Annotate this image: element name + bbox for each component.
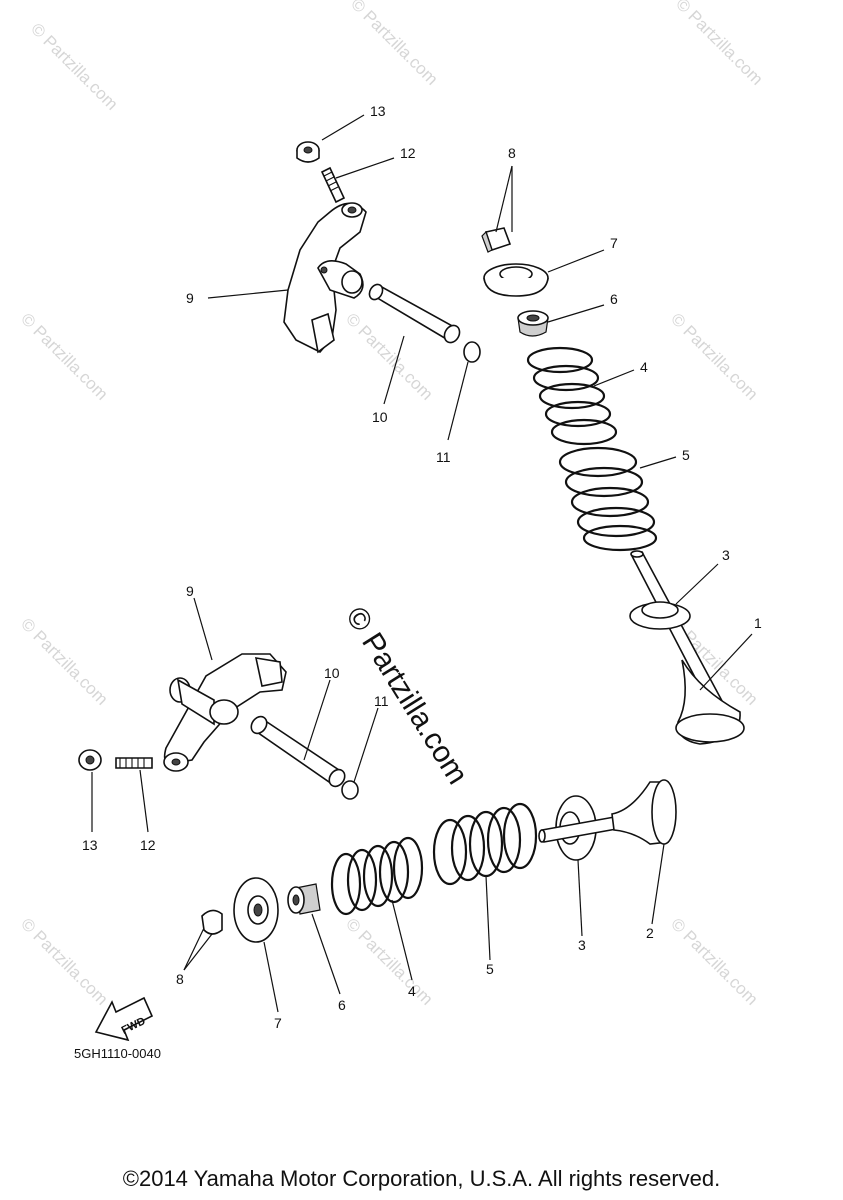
part-5-outer-spring-upper (558, 446, 658, 552)
part-5-outer-spring-lower (432, 802, 538, 886)
watermark-text: © Partzilla.com (672, 0, 766, 89)
watermark-text: © Partzilla.com (17, 614, 111, 708)
callout-label: 5 (682, 447, 690, 463)
part-7-retainer-upper (483, 263, 549, 297)
part-2-valve-lower (538, 779, 677, 845)
fwd-arrow: FWD (94, 996, 154, 1042)
part-13-nut-lower (78, 749, 102, 771)
callout-label: 2 (646, 925, 654, 941)
part-6-stem-seal-lower (287, 883, 321, 915)
part-4-inner-spring-upper (526, 346, 618, 446)
callout-label: 12 (140, 837, 156, 853)
diagram-code: 5GH1110-0040 (74, 1046, 161, 1061)
upper-leader-lines (207, 114, 753, 691)
watermark-text: © Partzilla.com (347, 0, 441, 89)
part-9-rocker-arm-upper (283, 202, 367, 354)
callout-label: 13 (82, 837, 98, 853)
callout-label: 11 (374, 693, 389, 709)
lower-callouts: 9 10 11 13 12 8 7 6 4 5 3 2 (82, 583, 654, 1031)
part-10-rocker-shaft-upper (368, 283, 461, 344)
callout-label: 11 (436, 449, 451, 465)
watermark-text: © Partzilla.com (342, 914, 436, 1008)
partzilla-watermark: © Partzilla.com (339, 601, 474, 790)
watermark-text: © Partzilla.com (27, 19, 121, 113)
callout-label: 4 (408, 983, 416, 999)
callout-label: 13 (370, 103, 386, 119)
lower-leader-lines (91, 597, 665, 1013)
part-4-inner-spring-lower (330, 836, 424, 916)
watermark-text: © Partzilla.com (667, 309, 761, 403)
watermark-text: © Partzilla.com (17, 914, 111, 1008)
callout-label: 5 (486, 961, 494, 977)
part-9-rocker-arm-lower (163, 653, 287, 772)
part-11-o-ring-lower (341, 780, 359, 800)
part-3-spring-seat-upper (629, 601, 691, 630)
watermark-grid: © Partzilla.com © Partzilla.com © Partzi… (17, 0, 766, 1009)
part-1-valve-upper (630, 550, 745, 745)
callout-label: 7 (274, 1015, 282, 1031)
part-13-nut-upper (296, 141, 320, 163)
part-6-stem-seal-upper (517, 310, 549, 337)
callout-label: 6 (610, 291, 618, 307)
callout-label: 1 (754, 615, 762, 631)
part-7-retainer-lower (233, 877, 279, 943)
callout-label: 6 (338, 997, 346, 1013)
part-10-rocker-shaft-lower (250, 715, 346, 788)
callout-label: 3 (722, 547, 730, 563)
callout-label: 9 (186, 583, 194, 599)
callout-label: 10 (324, 665, 340, 681)
callout-label: 12 (400, 145, 416, 161)
callout-label: 8 (508, 145, 516, 161)
part-11-o-ring-upper (463, 341, 481, 363)
callout-label: 9 (186, 290, 194, 306)
copyright-notice: ©2014 Yamaha Motor Corporation, U.S.A. A… (122, 1166, 721, 1191)
watermark-text: © Partzilla.com (667, 914, 761, 1008)
part-8-cotter-upper (481, 227, 512, 253)
callout-label: 7 (610, 235, 618, 251)
part-12-adjust-screw-upper (320, 166, 346, 204)
callout-label: 8 (176, 971, 184, 987)
part-12-adjust-screw-lower (115, 757, 153, 769)
callout-label: 4 (640, 359, 648, 375)
watermark-text: © Partzilla.com (17, 309, 111, 403)
upper-callouts: 13 12 9 10 11 8 7 6 4 5 3 1 (186, 103, 762, 631)
callout-label: 10 (372, 409, 388, 425)
callout-label: 3 (578, 937, 586, 953)
part-8-cotter-lower (201, 909, 223, 935)
